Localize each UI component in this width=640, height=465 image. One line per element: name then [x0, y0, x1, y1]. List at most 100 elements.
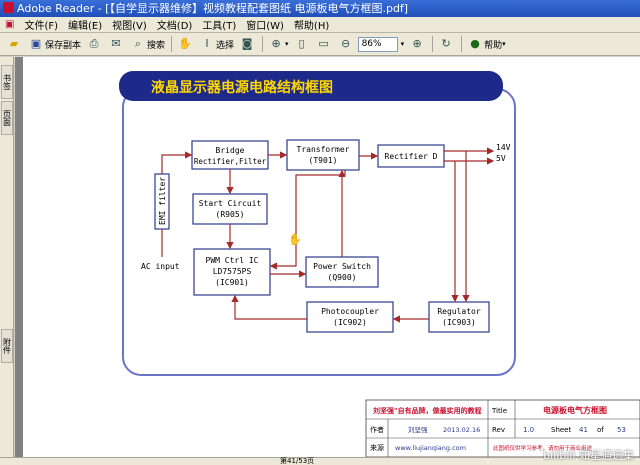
- signal-arrows: [161, 147, 495, 323]
- sheet-label: Sheet: [551, 426, 571, 434]
- start-circuit-label-1: Start Circuit: [199, 199, 262, 208]
- actual-size-button[interactable]: ▯: [292, 35, 314, 54]
- transformer-label-2: (T901): [309, 156, 338, 165]
- zoom-level-input[interactable]: 86%: [357, 36, 398, 52]
- photocoupler-label-1: Photocoupler: [321, 307, 379, 316]
- block-diagram: 液晶显示器电源电路结构框图 EMI filter AC input Bridge…: [119, 71, 640, 457]
- open-button[interactable]: ▰: [4, 35, 26, 54]
- power-switch-label-2: (Q900): [328, 273, 357, 282]
- plus-circle-icon: ⊕: [412, 37, 422, 50]
- help-button[interactable]: ● 帮助▾: [465, 35, 509, 54]
- pwm-label-2: LD7575PS: [213, 267, 252, 276]
- title-label: Title: [491, 407, 507, 415]
- menu-help[interactable]: 帮助(H): [293, 21, 330, 32]
- menu-file[interactable]: 文件(F): [24, 21, 59, 32]
- sheet-value: 41: [579, 426, 588, 434]
- source-value: www.liujianqiang.com: [395, 444, 466, 452]
- camera-icon: ◙: [241, 37, 253, 50]
- search-button[interactable]: ⌕ 搜索: [128, 35, 168, 54]
- search-label: 搜索: [147, 40, 166, 51]
- zoom-plus-button[interactable]: ⊕: [407, 35, 429, 54]
- page-number-indicator[interactable]: 第41/53页: [280, 457, 315, 465]
- title-value: 电源板电气方框图: [543, 405, 607, 415]
- fit-page-button[interactable]: ▭: [314, 35, 336, 54]
- print-button[interactable]: ⎙: [84, 35, 106, 54]
- zoom-dropdown[interactable]: ▾: [398, 35, 408, 54]
- bridge-label-2: Rectifier,Filter: [194, 157, 267, 166]
- search-icon: ⌕: [134, 37, 142, 50]
- actual-size-icon: ▯: [298, 37, 305, 50]
- output-14v-label: 14V: [496, 143, 511, 152]
- magnifier-icon: ⊕: [271, 37, 281, 50]
- transformer-label-1: Transformer: [297, 145, 350, 154]
- hand-tool-button[interactable]: ✋: [175, 35, 197, 54]
- fit-page-icon: ▭: [318, 37, 329, 50]
- menu-tools[interactable]: 工具(T): [202, 21, 237, 32]
- zoom-out-button[interactable]: ⊖: [336, 35, 358, 54]
- save-copy-button[interactable]: ▣保存副本: [26, 35, 84, 54]
- menu-document[interactable]: 文档(D): [156, 21, 193, 32]
- menu-view[interactable]: 视图(V): [112, 21, 147, 32]
- rotate-button[interactable]: ↻: [436, 35, 458, 54]
- rev-value: 1.0: [523, 426, 534, 434]
- navigation-panel: 书签 页面 附件: [0, 57, 14, 465]
- start-circuit-label-2: (R905): [216, 210, 245, 219]
- snapshot-button[interactable]: ◙: [237, 35, 259, 54]
- chevron-down-icon: ▾: [502, 40, 506, 48]
- email-icon: ✉: [111, 37, 121, 50]
- tab-pages[interactable]: 页面: [1, 101, 13, 135]
- regulator-label-2: (IC903): [442, 318, 476, 327]
- menu-window[interactable]: 窗口(W): [246, 21, 284, 32]
- photocoupler-label-2: (IC902): [333, 318, 367, 327]
- title-block-slogan: 刘坚强"自有品牌，做最实用的教程: [373, 406, 482, 415]
- document-viewport[interactable]: 液晶显示器电源电路结构框图 EMI filter AC input Bridge…: [15, 57, 640, 457]
- author-value: 刘坚强: [408, 425, 428, 434]
- hand-icon: ✋: [178, 37, 192, 50]
- menu-edit[interactable]: 编辑(E): [68, 21, 103, 32]
- video-watermark: bilibili 知星通选集: [543, 449, 634, 462]
- help-icon: ●: [470, 37, 480, 50]
- of-value: 53: [617, 426, 626, 434]
- date-value: 2013.02.16: [443, 426, 480, 434]
- regulator-label-1: Regulator: [437, 307, 481, 316]
- zoom-in-button[interactable]: ⊕▾: [266, 35, 292, 54]
- toolbar-separator: [461, 36, 463, 52]
- power-switch-label-1: Power Switch: [313, 262, 371, 271]
- source-label: 来源: [370, 443, 384, 452]
- hand-cursor-icon: ✋: [288, 233, 302, 246]
- save-icon: ▣: [30, 37, 42, 50]
- title-block: 刘坚强"自有品牌，做最实用的教程 Title 电源板电气方框图 作者 刘坚强 2…: [365, 399, 640, 457]
- author-label: 作者: [370, 425, 384, 434]
- window-titlebar: Adobe Reader - [【自学显示器维修】视频教程配套图纸 电源板电气方…: [0, 0, 640, 17]
- toolbar-separator: [432, 36, 434, 52]
- regulator-block: [428, 301, 490, 333]
- bridge-label-1: Bridge: [216, 146, 245, 155]
- help-label: 帮助: [484, 40, 503, 51]
- rotate-icon: ↻: [441, 37, 451, 50]
- zoom-out-icon: ⊖: [340, 37, 351, 50]
- save-copy-label: 保存副本: [45, 40, 82, 51]
- pwm-label-1: PWM Ctrl IC: [206, 256, 259, 265]
- rectifier-label: Rectifier D: [385, 152, 438, 161]
- pdf-doc-icon[interactable]: ▣: [5, 19, 15, 30]
- toolbar-separator: [171, 36, 173, 52]
- pwm-label-3: (IC901): [215, 278, 249, 287]
- banner-title: 液晶显示器电源电路结构框图: [151, 79, 333, 96]
- rev-label: Rev: [492, 426, 505, 434]
- of-label: of: [597, 426, 604, 434]
- email-button[interactable]: ✉: [106, 35, 128, 54]
- emi-filter-label: EMI filter: [158, 177, 167, 225]
- chevron-down-icon: ▾: [400, 40, 405, 48]
- tab-attachments[interactable]: 附件: [1, 329, 13, 363]
- pdf-page: 液晶显示器电源电路结构框图 EMI filter AC input Bridge…: [23, 57, 640, 457]
- photocoupler-block: [306, 301, 394, 333]
- toolbar-separator: [262, 36, 264, 52]
- select-label: 选择: [216, 40, 235, 51]
- window-title: Adobe Reader - [【自学显示器维修】视频教程配套图纸 电源板电气方…: [17, 2, 409, 15]
- adobe-reader-icon: [3, 2, 14, 13]
- printer-icon: ⎙: [89, 37, 99, 50]
- tab-bookmarks[interactable]: 书签: [1, 65, 13, 99]
- ac-input-label: AC input: [141, 262, 180, 271]
- title-banner: [119, 71, 503, 101]
